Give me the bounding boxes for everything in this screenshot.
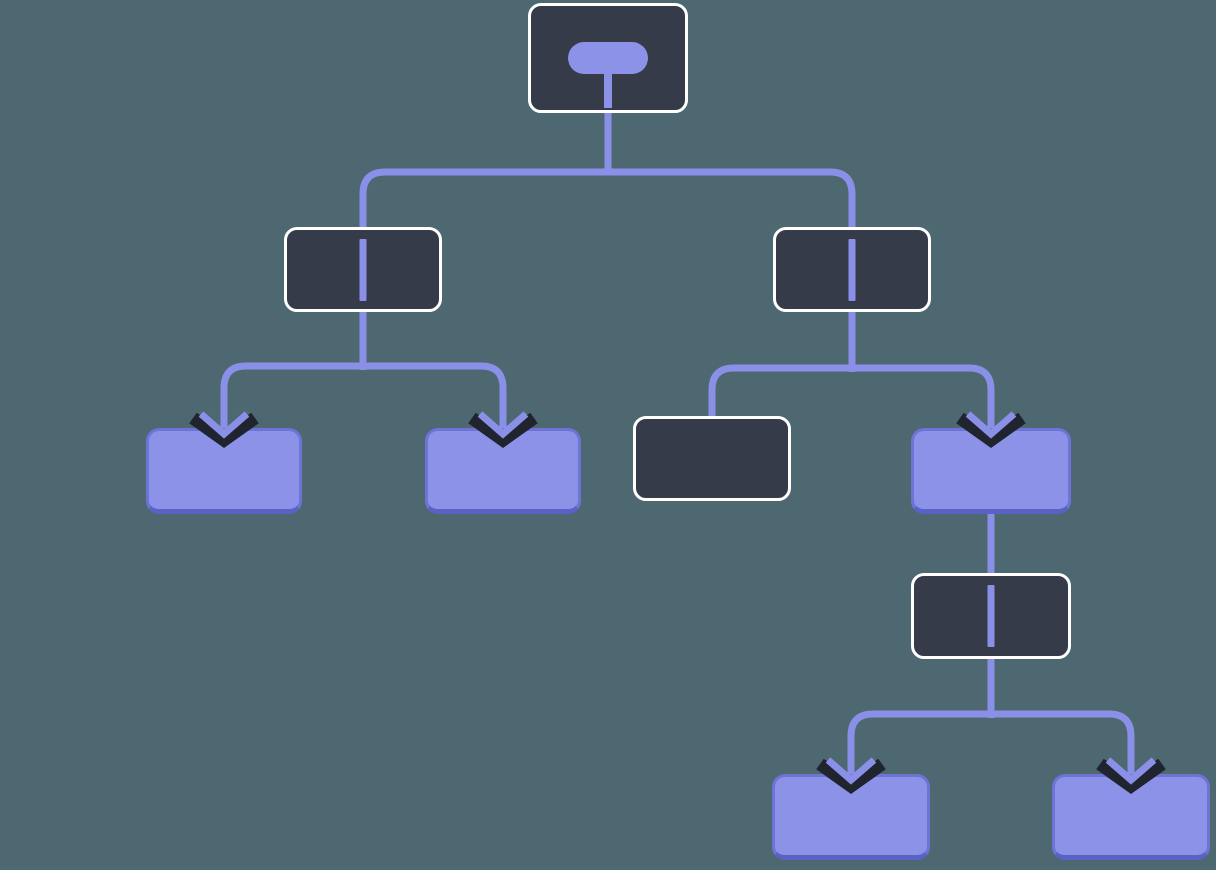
edge-branch-bottom-split bbox=[847, 710, 1135, 776]
node-leaf-4[interactable] bbox=[911, 428, 1071, 514]
node-leaf-2[interactable] bbox=[425, 428, 581, 514]
node-leaf-1[interactable] bbox=[146, 428, 302, 514]
pass-through-bar-icon bbox=[987, 585, 995, 647]
edge-branch-left-split bbox=[220, 362, 507, 430]
node-branch-bottom[interactable] bbox=[911, 573, 1071, 659]
node-root[interactable] bbox=[528, 3, 688, 113]
pill-icon bbox=[568, 42, 648, 74]
node-leaf-5[interactable] bbox=[772, 774, 930, 860]
node-branch-left[interactable] bbox=[284, 227, 442, 312]
pill-stem-icon bbox=[604, 66, 612, 108]
node-leaf-6[interactable] bbox=[1052, 774, 1210, 860]
edge-root-branch bbox=[359, 168, 856, 232]
pass-through-bar-icon bbox=[359, 238, 367, 301]
pass-through-bar-icon bbox=[848, 238, 856, 301]
node-leaf-3[interactable] bbox=[633, 416, 791, 501]
node-branch-right[interactable] bbox=[773, 227, 931, 312]
